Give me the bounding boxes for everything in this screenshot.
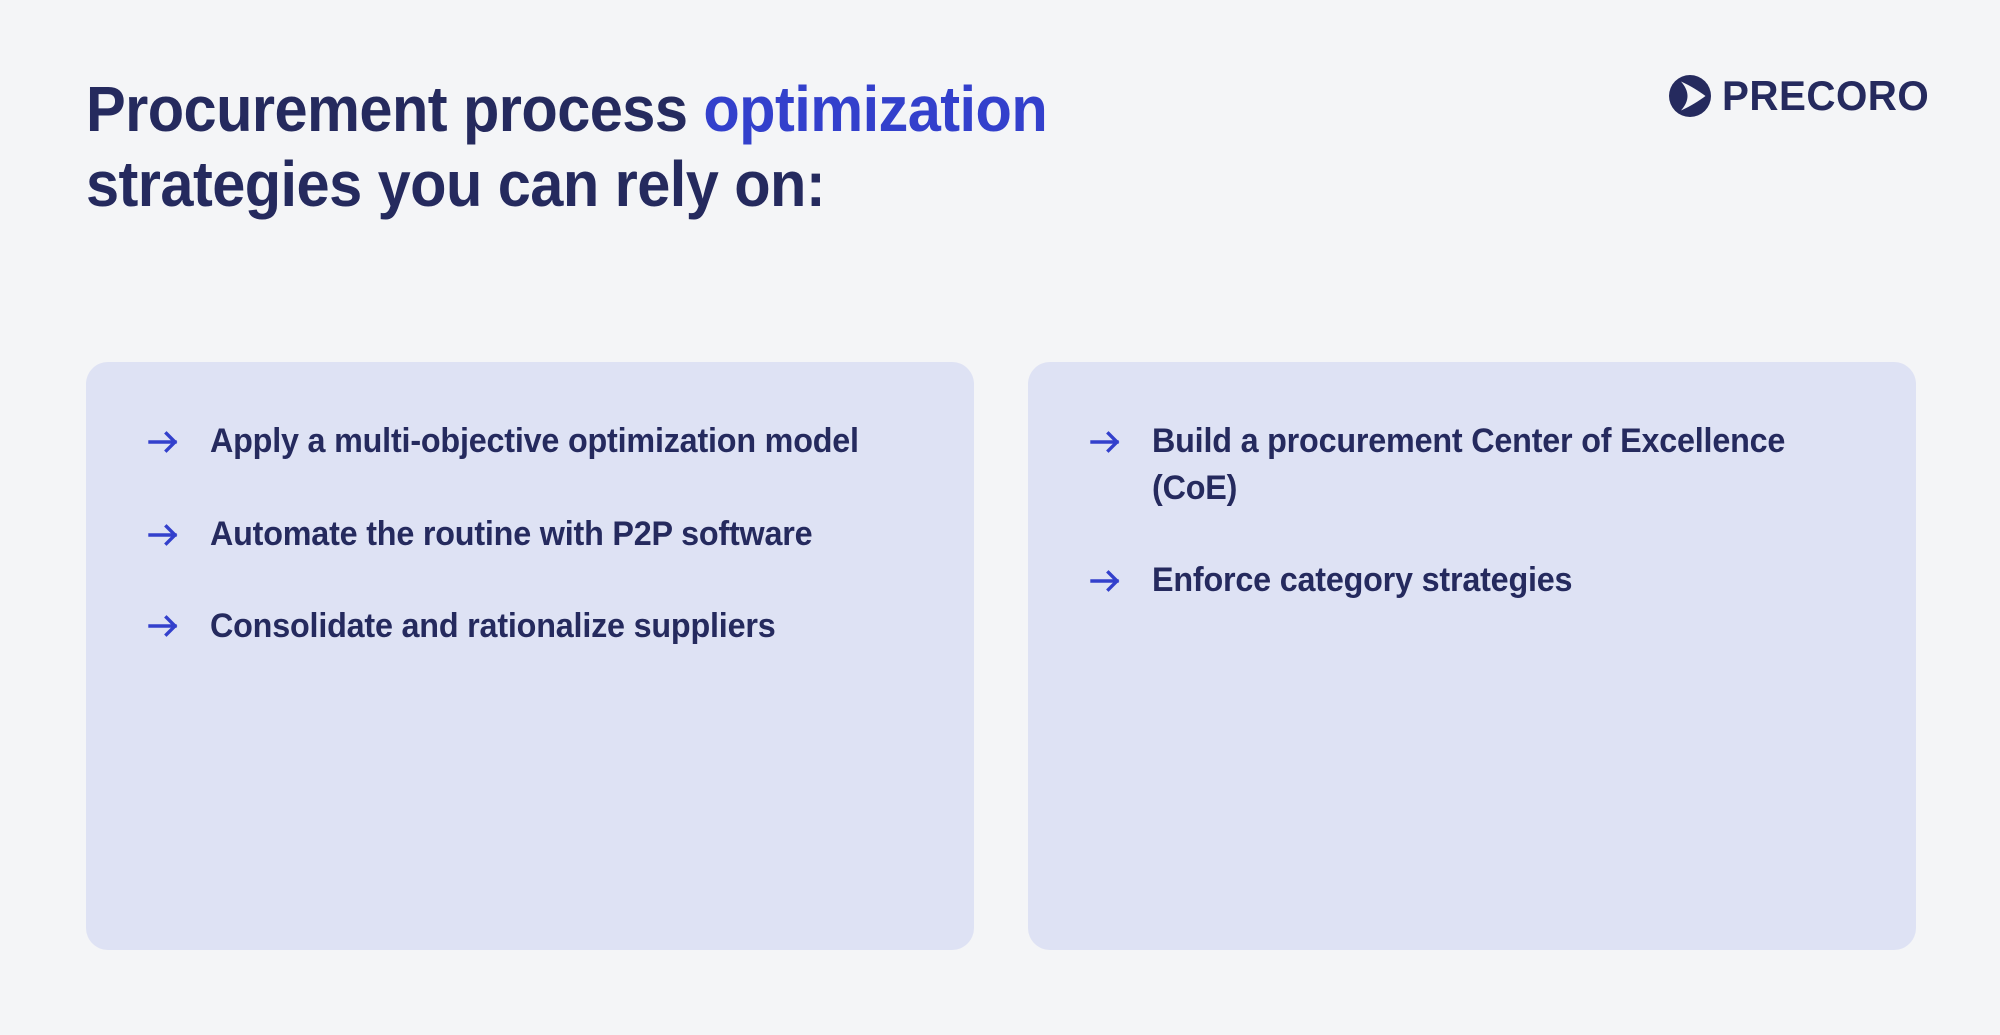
precoro-wordmark: PRECORO bbox=[1722, 72, 1930, 119]
list-item: Apply a multi-objective optimization mod… bbox=[146, 418, 934, 465]
page-title-accent: optimization bbox=[703, 73, 1048, 145]
strategy-cards-container: Apply a multi-objective optimization mod… bbox=[86, 362, 1916, 950]
arrow-right-icon bbox=[1090, 570, 1120, 593]
arrow-right-icon bbox=[148, 615, 178, 638]
list-item-label: Build a procurement Center of Excellence… bbox=[1152, 422, 1786, 507]
bullet-list-left: Apply a multi-objective optimization mod… bbox=[146, 418, 934, 650]
page-title-line2: strategies you can rely on: bbox=[86, 147, 826, 220]
list-item: Enforce category strategies bbox=[1088, 557, 1876, 604]
list-item-label: Consolidate and rationalize suppliers bbox=[210, 607, 776, 646]
arrow-right-icon bbox=[1090, 431, 1120, 453]
list-item-label: Apply a multi-objective optimization mod… bbox=[210, 422, 859, 460]
strategy-card-right: Build a procurement Center of Excellence… bbox=[1028, 362, 1916, 950]
precoro-logo[interactable]: PRECORO bbox=[1668, 72, 1938, 120]
list-item: Build a procurement Center of Excellence… bbox=[1088, 418, 1876, 511]
precoro-play-circle-icon bbox=[1669, 75, 1712, 117]
page-title-part1: Procurement process bbox=[86, 73, 704, 145]
bullet-list-right: Build a procurement Center of Excellence… bbox=[1088, 418, 1876, 604]
strategy-card-left: Apply a multi-objective optimization mod… bbox=[86, 362, 974, 950]
arrow-right-icon bbox=[148, 523, 178, 546]
list-item-label: Enforce category strategies bbox=[1152, 561, 1573, 600]
list-item: Consolidate and rationalize suppliers bbox=[146, 603, 934, 650]
page-header: Procurement process optimization strateg… bbox=[0, 0, 2000, 300]
arrow-right-icon bbox=[148, 431, 178, 453]
page-title: Procurement process optimization strateg… bbox=[86, 72, 1388, 222]
list-item-label: Automate the routine with P2P software bbox=[210, 514, 813, 553]
list-item: Automate the routine with P2P software bbox=[146, 511, 934, 558]
